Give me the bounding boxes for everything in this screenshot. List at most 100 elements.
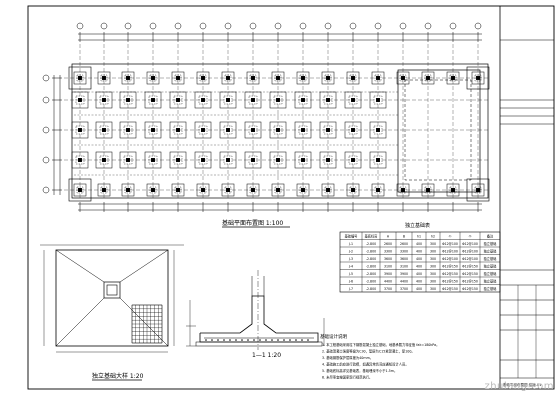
footing-inner bbox=[149, 186, 157, 194]
column bbox=[150, 97, 155, 102]
axis-bubble bbox=[76, 22, 84, 30]
sheet-border bbox=[27, 5, 555, 390]
axis-bubble bbox=[274, 22, 282, 30]
footing-inner bbox=[323, 155, 333, 165]
footing-inner bbox=[199, 74, 207, 82]
column bbox=[225, 157, 230, 162]
note-line: 6. 未尽事宜按国家现行规范执行。 bbox=[322, 375, 372, 380]
column-section bbox=[106, 284, 118, 296]
column bbox=[150, 75, 155, 80]
footing-inner bbox=[76, 186, 84, 194]
axis-bubble bbox=[349, 22, 357, 30]
footing-outline bbox=[73, 71, 87, 85]
column bbox=[301, 157, 306, 162]
footing-outline bbox=[344, 91, 362, 109]
footing-slope-line bbox=[55, 297, 105, 347]
column bbox=[426, 75, 431, 80]
footing-inner bbox=[399, 186, 407, 194]
column bbox=[200, 127, 205, 132]
footing-inner bbox=[399, 74, 407, 82]
column bbox=[77, 127, 82, 132]
table-cell: 400 bbox=[416, 265, 422, 269]
section-title: 1—1 1:20 bbox=[252, 352, 281, 359]
right-wing-outline bbox=[397, 69, 481, 193]
axis-bubble bbox=[224, 22, 232, 30]
footing-inner bbox=[223, 95, 233, 105]
footing-inner bbox=[124, 74, 132, 82]
column bbox=[351, 97, 356, 102]
footing-outline bbox=[319, 151, 337, 169]
footing-inner bbox=[76, 74, 84, 82]
corner-footing bbox=[68, 178, 92, 202]
table-cell: J-1 bbox=[348, 242, 353, 246]
footing-inner bbox=[273, 125, 283, 135]
footing-inner bbox=[298, 155, 308, 165]
footing-inner bbox=[198, 95, 208, 105]
rebar-dot bbox=[265, 339, 267, 341]
footing-outline bbox=[95, 121, 113, 139]
column bbox=[125, 187, 130, 192]
table-cell: 3100 bbox=[384, 265, 392, 269]
footing-outline bbox=[119, 151, 137, 169]
footing-inner bbox=[75, 155, 85, 165]
footing-inner bbox=[299, 74, 307, 82]
footing-inner bbox=[273, 95, 283, 105]
column bbox=[250, 157, 255, 162]
footing-outline bbox=[121, 183, 135, 197]
footing-inner bbox=[75, 95, 85, 105]
footing-inner bbox=[349, 186, 357, 194]
footing-slope-line bbox=[119, 249, 169, 283]
column bbox=[351, 127, 356, 132]
column bbox=[301, 75, 306, 80]
footing-inner bbox=[223, 155, 233, 165]
watermark: zhulong.com bbox=[484, 381, 554, 392]
table-cell: 300 bbox=[430, 257, 436, 261]
column bbox=[225, 97, 230, 102]
table-cell: 300 bbox=[430, 265, 436, 269]
column bbox=[376, 75, 381, 80]
rebar-dot bbox=[235, 339, 237, 341]
footing-inner bbox=[273, 155, 283, 165]
table-cell: 独立基础 bbox=[484, 271, 497, 276]
column bbox=[125, 127, 130, 132]
column bbox=[326, 157, 331, 162]
axis-bubble bbox=[42, 156, 50, 164]
footing-outline bbox=[271, 183, 285, 197]
footing-inner bbox=[299, 186, 307, 194]
footing-outline bbox=[144, 121, 162, 139]
footing-inner bbox=[248, 95, 258, 105]
footing-inner bbox=[348, 125, 358, 135]
column bbox=[326, 75, 331, 80]
rebar-dot bbox=[223, 339, 225, 341]
table-cell: 3900 bbox=[400, 272, 408, 276]
column bbox=[351, 187, 356, 192]
note-line: 3. 基础钢筋保护层厚度为40mm。 bbox=[322, 355, 373, 360]
table-cell: 独立基础 bbox=[484, 286, 497, 291]
table-cell: Φ12@150 bbox=[462, 280, 478, 284]
rebar-dot bbox=[271, 339, 273, 341]
footing-inner bbox=[373, 125, 383, 135]
table-cell: 3700 bbox=[400, 287, 408, 291]
axis-bubble bbox=[399, 22, 407, 30]
rebar-dot bbox=[205, 339, 207, 341]
table-cell: 400 bbox=[416, 257, 422, 261]
column bbox=[276, 97, 281, 102]
table-cell: J-7 bbox=[348, 287, 353, 291]
footing-inner bbox=[298, 95, 308, 105]
plan-title: 基础平面布置图 1:100 bbox=[222, 219, 283, 227]
table-cell: -2.800 bbox=[366, 257, 376, 261]
footing-outline bbox=[146, 183, 160, 197]
column bbox=[101, 187, 106, 192]
column bbox=[175, 127, 180, 132]
column bbox=[301, 187, 306, 192]
rebar-dot bbox=[301, 339, 303, 341]
footing-outline bbox=[344, 151, 362, 169]
column bbox=[426, 187, 431, 192]
column bbox=[376, 127, 381, 132]
column bbox=[125, 97, 130, 102]
column bbox=[77, 187, 82, 192]
footing-inner bbox=[173, 155, 183, 165]
footing-outline bbox=[369, 121, 387, 139]
footing-inner bbox=[224, 74, 232, 82]
footing-inner bbox=[198, 125, 208, 135]
